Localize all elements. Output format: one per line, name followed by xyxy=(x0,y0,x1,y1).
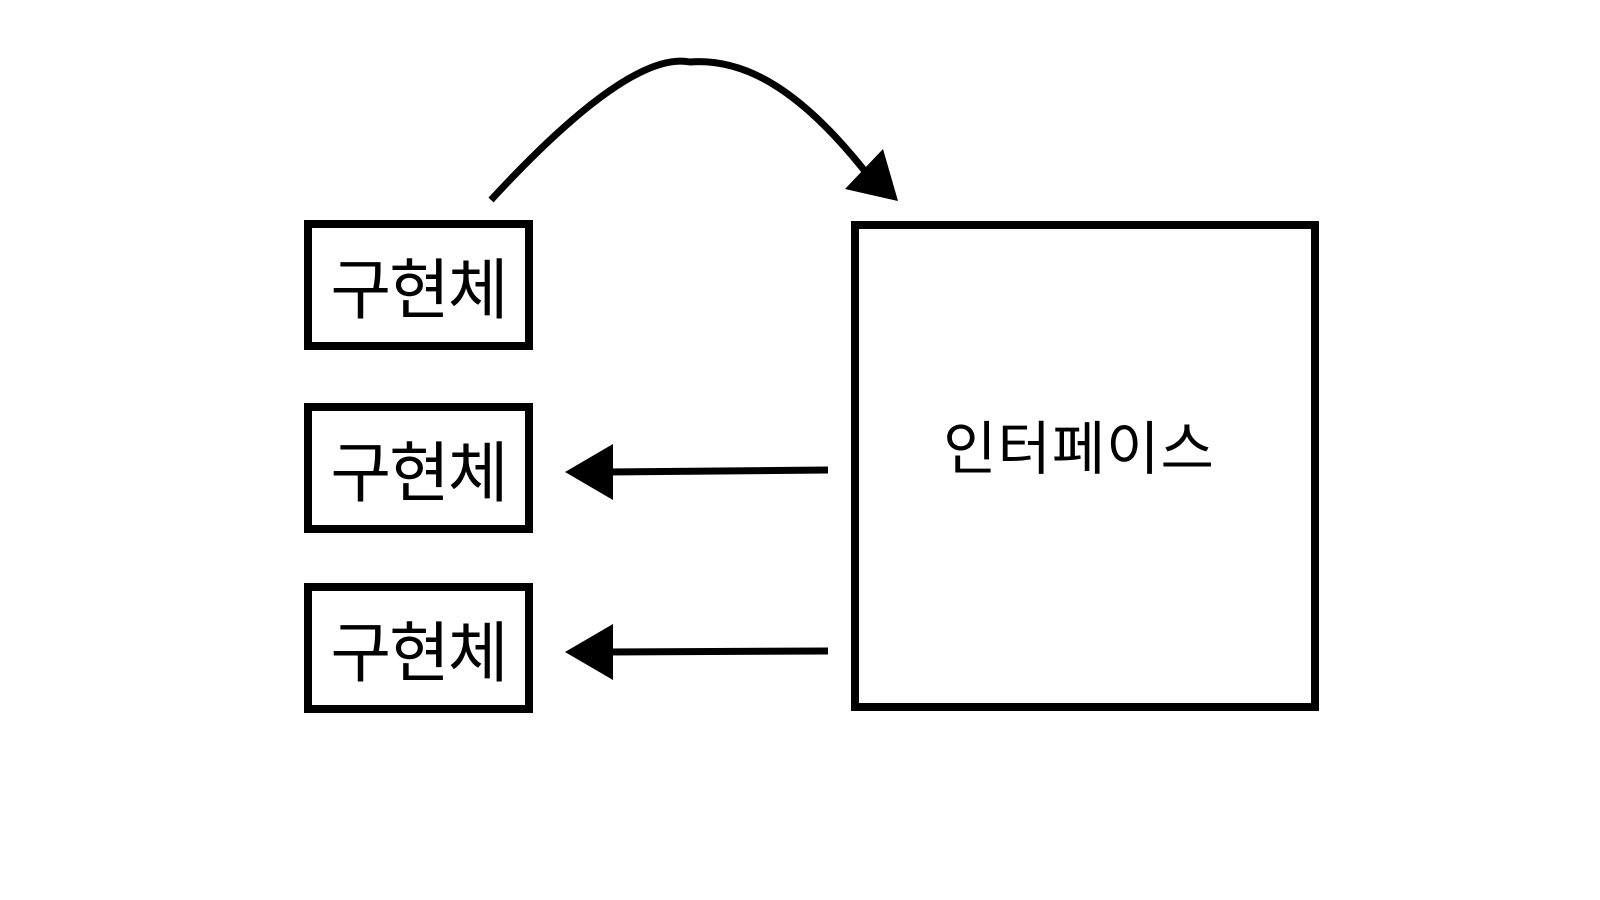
interface-box: 인터페이스 xyxy=(851,221,1319,711)
arrow-interface-to-impl2-line xyxy=(604,466,829,476)
arrow-interface-to-impl3-line xyxy=(604,647,829,656)
implementation-label-1: 구현체 xyxy=(330,252,508,329)
curved-arrow-head xyxy=(845,149,898,201)
implementation-box-3: 구현체 xyxy=(304,583,533,713)
implementation-box-2: 구현체 xyxy=(304,403,533,533)
interface-label: 인터페이스 xyxy=(943,415,1215,483)
implementation-label-3: 구현체 xyxy=(330,615,508,692)
implementation-label-2: 구현체 xyxy=(330,435,508,512)
curved-arrow-impl1-to-interface xyxy=(488,57,867,203)
arrow-interface-to-impl2-head xyxy=(565,444,613,500)
arrow-interface-to-impl3-head xyxy=(565,624,613,680)
implementation-box-1: 구현체 xyxy=(304,220,533,350)
